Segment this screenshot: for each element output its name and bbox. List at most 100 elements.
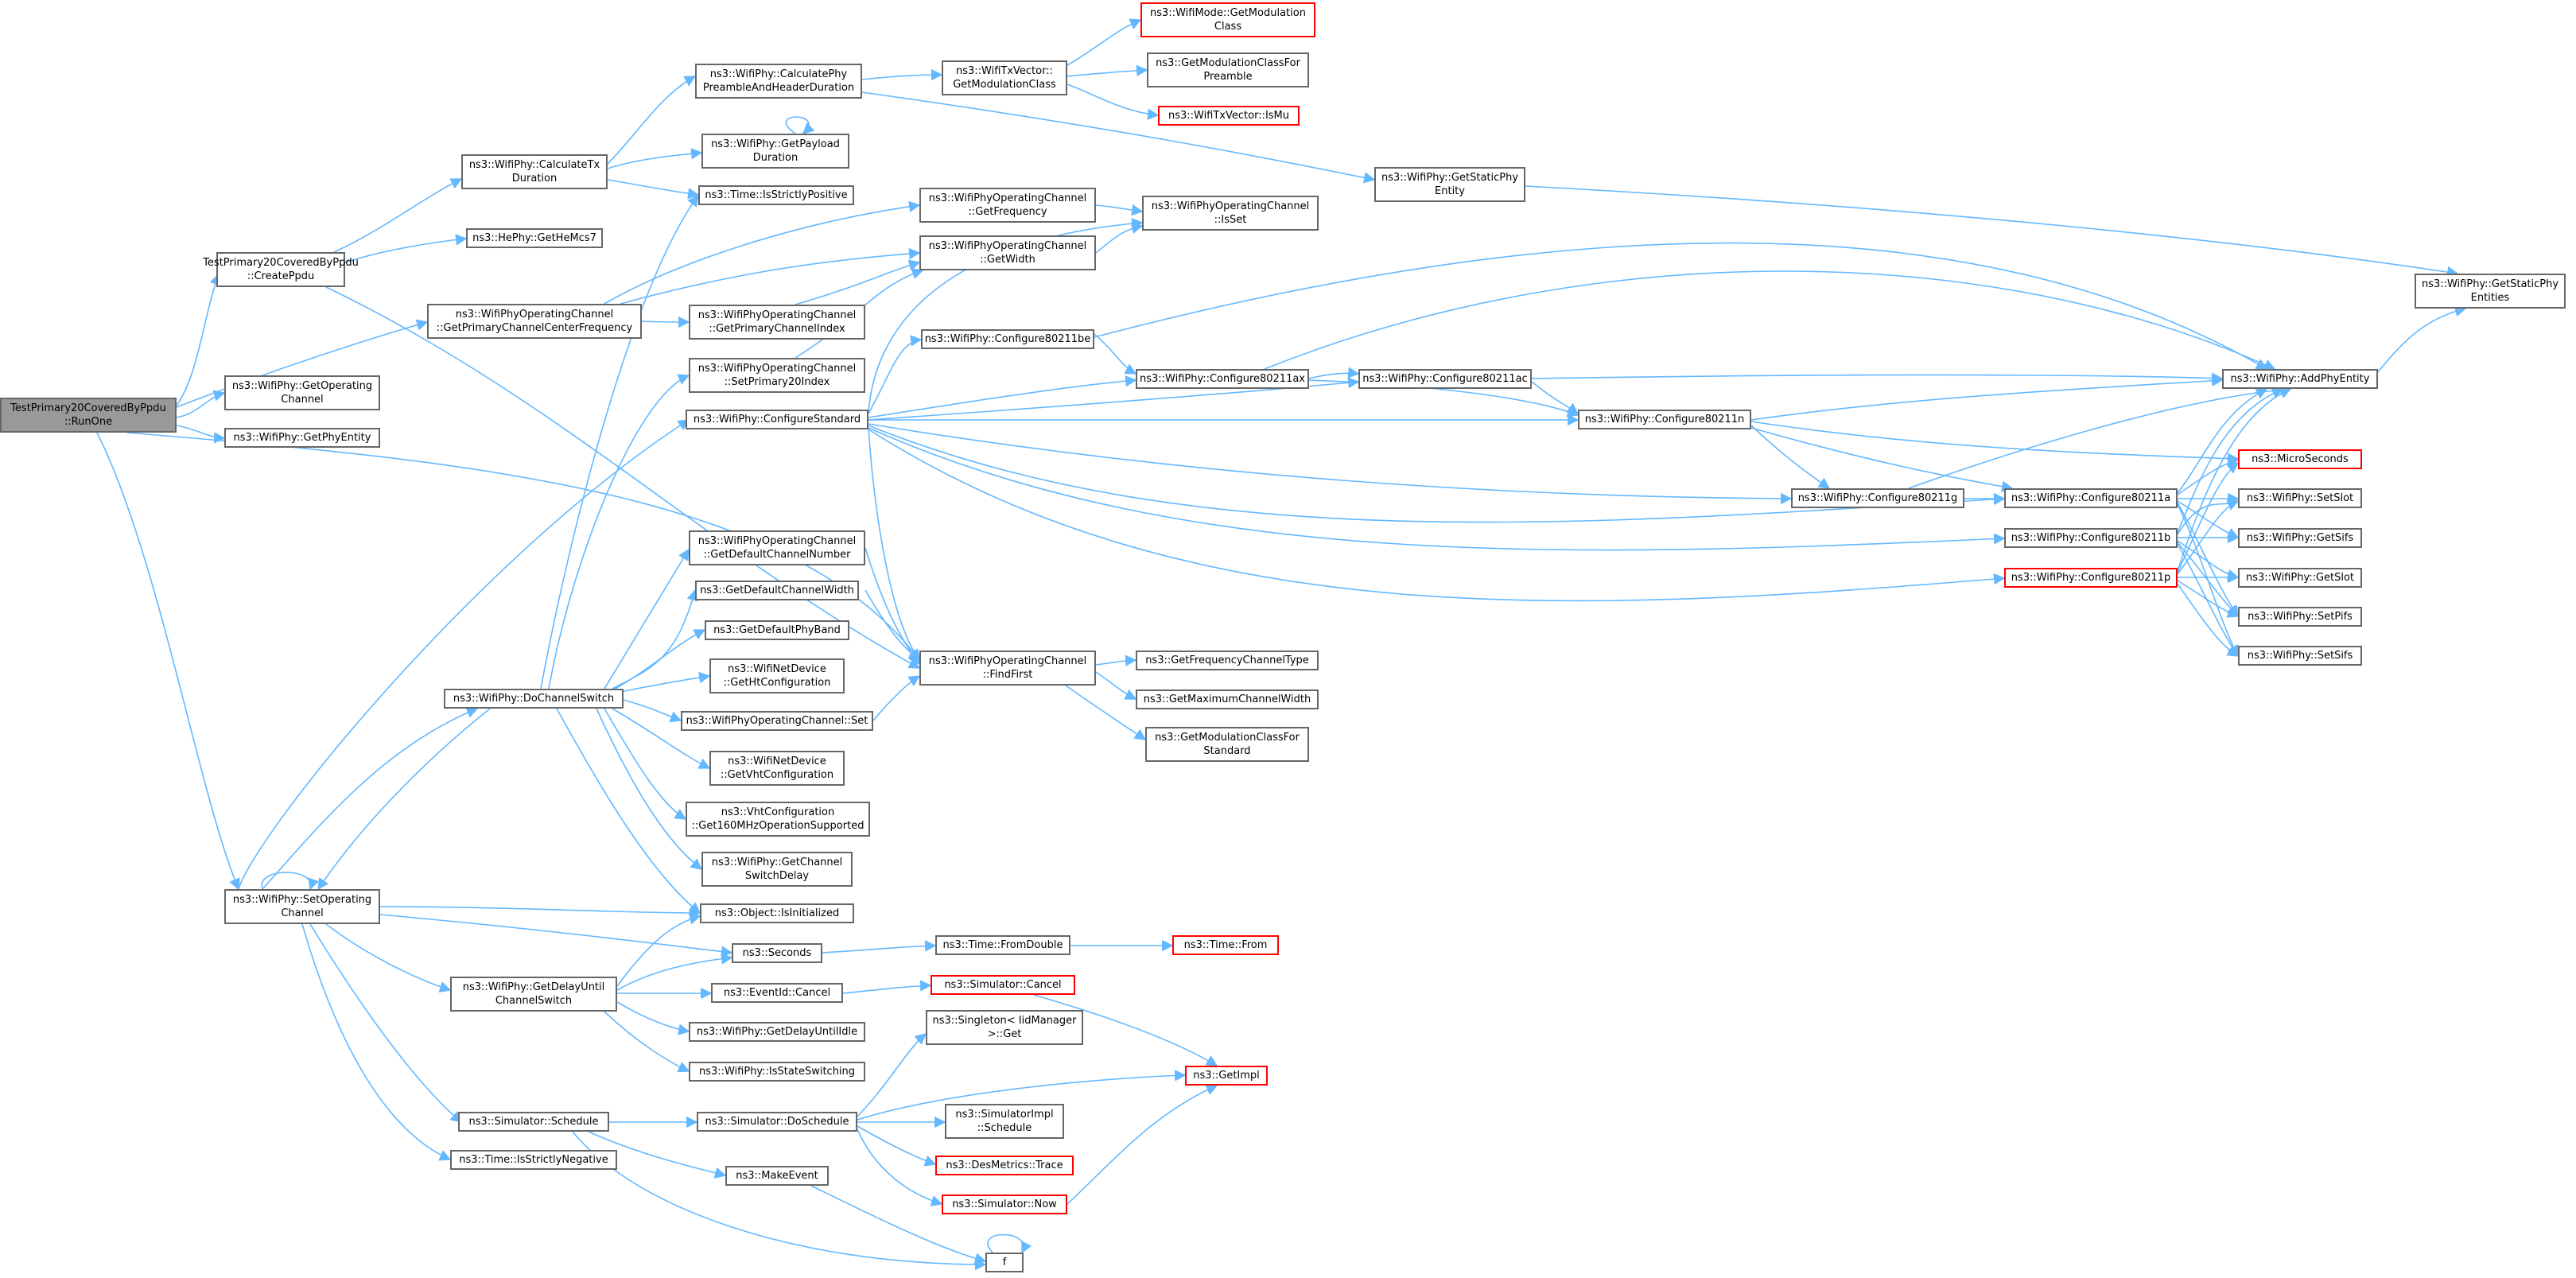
node-f[interactable]: f [985,1253,1024,1272]
call-edge [379,914,733,958]
node-configure-80211a[interactable]: ns3::WifiPhy::Configure80211a [2004,488,2178,508]
node-get-default-channel-width[interactable]: ns3::GetDefaultChannelWidth [695,581,859,600]
node-get-phy-entity[interactable]: ns3::WifiPhy::GetPhyEntity [224,428,380,448]
node-simulatorimpl-schedule[interactable]: ns3::SimulatorImpl ::Schedule [945,1104,1064,1139]
node-configure-80211be[interactable]: ns3::WifiPhy::Configure80211be [921,329,1094,349]
node-txvector-is-mu[interactable]: ns3::WifiTxVector::IsMu [1158,106,1300,126]
call-edge [2377,305,2467,373]
call-edge [604,200,921,305]
call-edge [623,699,682,723]
node-opch-is-set[interactable]: ns3::WifiPhyOperatingChannel ::IsSet [1142,196,1319,231]
node-make-event[interactable]: ns3::MakeEvent [725,1166,829,1186]
node-add-phy-entity[interactable]: ns3::WifiPhy::AddPhyEntity [2222,369,2378,389]
node-set-slot[interactable]: ns3::WifiPhy::SetSlot [2238,488,2362,508]
node-get-payload-duration[interactable]: ns3::WifiPhy::GetPayload Duration [701,134,849,169]
node-opch-set[interactable]: ns3::WifiPhyOperatingChannel::Set [681,711,873,731]
node-get-delay-until-channel-switch[interactable]: ns3::WifiPhy::GetDelayUntil ChannelSwitc… [450,977,617,1012]
node-vht-160mhz-operation-supported[interactable]: ns3::VhtConfiguration ::Get160MHzOperati… [686,802,870,837]
node-get-maximum-channel-width[interactable]: ns3::GetMaximumChannelWidth [1136,689,1319,709]
call-edge [556,708,701,914]
node-simulator-do-schedule[interactable]: ns3::Simulator::DoSchedule [697,1112,857,1132]
call-edge [1750,375,2224,421]
node-is-strictly-positive[interactable]: ns3::Time::IsStrictlyPositive [698,185,854,205]
call-edge [2177,387,2292,572]
node-get-operating-channel[interactable]: ns3::WifiPhy::GetOperating Channel [224,375,380,410]
node-get-modulation-class-for-standard[interactable]: ns3::GetModulationClassFor Standard [1145,727,1309,762]
node-get-channel-switch-delay[interactable]: ns3::WifiPhy::GetChannel SwitchDelay [701,852,853,887]
node-is-state-switching[interactable]: ns3::WifiPhy::IsStateSwitching [689,1062,865,1082]
call-edge [548,374,690,689]
node-get-he-mcs7[interactable]: ns3::HePhy::GetHeMcs7 [466,228,603,248]
node-time-is-strictly-negative[interactable]: ns3::Time::IsStrictlyNegative [450,1150,617,1170]
node-get-frequency-channel-type[interactable]: ns3::GetFrequencyChannelType [1136,651,1319,670]
node-configure-80211ax[interactable]: ns3::WifiPhy::Configure80211ax [1136,369,1309,389]
node-time-from[interactable]: ns3::Time::From [1172,935,1279,955]
node-do-channel-switch[interactable]: ns3::WifiPhy::DoChannelSwitch [444,689,624,709]
node-simulator-now[interactable]: ns3::Simulator::Now [942,1194,1067,1214]
node-singleton-get[interactable]: ns3::Singleton< IidManager >::Get [926,1010,1083,1045]
node-create-ppdu[interactable]: TestPrimary20CoveredByPpdu ::CreatePpdu [203,252,359,287]
node-opch-get-primary-channel-index[interactable]: ns3::WifiPhyOperatingChannel ::GetPrimar… [689,305,865,340]
node-set-operating-channel[interactable]: ns3::WifiPhy::SetOperating Channel [224,889,380,924]
node-object-is-initialized[interactable]: ns3::Object::IsInitialized [700,903,854,923]
node-configure-standard[interactable]: ns3::WifiPhy::ConfigureStandard [686,410,868,429]
node-wifimode-get-modulation-class[interactable]: ns3::WifiMode::GetModulation Class [1140,2,1315,37]
call-edge [822,940,937,954]
node-get-default-phy-band[interactable]: ns3::GetDefaultPhyBand [705,620,849,640]
node-opch-set-primary20-index[interactable]: ns3::WifiPhyOperatingChannel ::SetPrimar… [689,358,865,393]
call-edge [616,1001,690,1035]
node-opch-get-frequency[interactable]: ns3::WifiPhyOperatingChannel ::GetFreque… [919,188,1096,223]
node-seconds[interactable]: ns3::Seconds [732,943,822,963]
call-edge [572,1131,987,1271]
node-opch-get-width[interactable]: ns3::WifiPhyOperatingChannel ::GetWidth [919,235,1096,270]
call-edge [868,217,1144,414]
node-run-one[interactable]: TestPrimary20CoveredByPpdu ::RunOne [0,398,177,433]
node-get-modulation-class-for-preamble[interactable]: ns3::GetModulationClassFor Preamble [1147,52,1309,87]
node-simulator-schedule[interactable]: ns3::Simulator::Schedule [458,1112,609,1132]
node-calculate-tx-duration[interactable]: ns3::WifiPhy::CalculateTx Duration [461,154,608,189]
call-edge [785,116,815,134]
call-edge [325,923,452,992]
call-edge [325,286,921,669]
node-eventid-cancel[interactable]: ns3::EventId::Cancel [711,983,843,1003]
node-simulator-cancel[interactable]: ns3::Simulator::Cancel [931,975,1075,995]
call-edge [604,708,687,820]
call-edge [176,425,226,444]
node-configure-80211b[interactable]: ns3::WifiPhy::Configure80211b [2004,528,2178,548]
call-edge [1065,685,1147,740]
call-edge [262,707,479,890]
call-edge [857,1033,927,1117]
node-calculate-phy-preamble[interactable]: ns3::WifiPhy::CalculatePhy PreambleAndHe… [695,64,862,99]
node-configure-80211g[interactable]: ns3::WifiPhy::Configure80211g [1791,488,1964,508]
node-configure-80211n[interactable]: ns3::WifiPhy::Configure80211n [1578,410,1751,429]
call-edge [868,429,920,662]
node-get-sifs[interactable]: ns3::WifiPhy::GetSifs [2238,528,2362,548]
node-desmetrics-trace[interactable]: ns3::DesMetrics::Trace [935,1156,1074,1175]
node-get-vht-configuration[interactable]: ns3::WifiNetDevice ::GetVhtConfiguration [709,751,845,786]
node-txvector-get-modulation-class[interactable]: ns3::WifiTxVector:: GetModulationClass [942,60,1067,95]
call-edge [2177,503,2239,658]
node-microseconds[interactable]: ns3::MicroSeconds [2238,449,2362,469]
call-edge [810,1185,987,1264]
node-opch-find-first[interactable]: ns3::WifiPhyOperatingChannel ::FindFirst [919,651,1096,686]
node-time-from-double[interactable]: ns3::Time::FromDouble [935,935,1070,955]
node-set-pifs[interactable]: ns3::WifiPhy::SetPifs [2238,607,2362,627]
node-get-impl[interactable]: ns3::GetImpl [1185,1066,1268,1086]
node-opch-get-default-channel-number[interactable]: ns3::WifiPhyOperatingChannel ::GetDefaul… [689,530,865,565]
node-configure-80211p[interactable]: ns3::WifiPhy::Configure80211p [2004,568,2178,588]
node-get-ht-configuration[interactable]: ns3::WifiNetDevice ::GetHtConfiguration [709,658,845,693]
call-edge [301,923,452,1161]
call-edge [2177,456,2240,495]
node-get-static-phy-entities[interactable]: ns3::WifiPhy::GetStaticPhy Entities [2415,274,2566,309]
node-configure-80211ac[interactable]: ns3::WifiPhy::Configure80211ac [1358,369,1532,389]
node-get-static-phy-entity[interactable]: ns3::WifiPhy::GetStaticPhy Entity [1374,167,1525,202]
call-edge [857,1070,1187,1121]
call-edge [857,1125,937,1167]
call-edge [1908,383,2292,489]
call-edge [620,247,921,305]
node-get-delay-until-idle[interactable]: ns3::WifiPhy::GetDelayUntilIdle [689,1022,865,1042]
node-set-sifs[interactable]: ns3::WifiPhy::SetSifs [2238,646,2362,666]
node-get-slot[interactable]: ns3::WifiPhy::GetSlot [2238,568,2362,588]
node-get-primary-channel-center-frequency[interactable]: ns3::WifiPhyOperatingChannel ::GetPrimar… [427,304,642,339]
call-edge [96,432,240,891]
